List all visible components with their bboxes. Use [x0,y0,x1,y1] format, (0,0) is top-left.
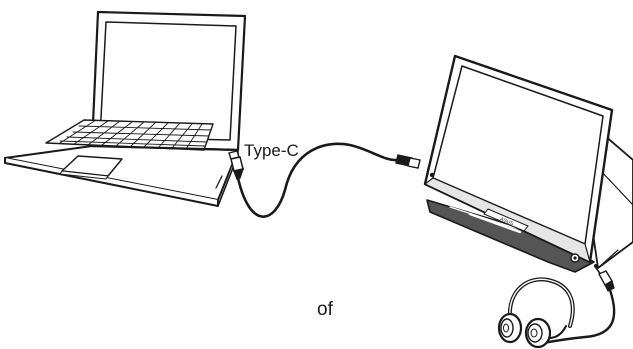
usb-c-connector-icon [395,154,421,169]
svg-text:ASUS: ASUS [499,216,514,227]
portable-monitor-icon: ASUS [423,54,633,273]
cable-line [236,142,402,218]
caption-text: of [317,299,333,320]
laptop-icon [4,10,247,207]
usb-c-connector-icon [228,150,245,180]
laptop-screen [99,21,237,141]
audio-jack-icon [595,267,615,292]
audio-cable [536,267,616,346]
monitor-logo: ASUS [483,208,529,232]
laptop-base [4,145,239,201]
audio-cable-line [536,288,616,346]
laptop-base-edge [4,157,219,207]
type-c-label: Type-C [244,141,299,160]
type-c-cable [228,142,421,218]
headphones-icon [497,277,575,349]
